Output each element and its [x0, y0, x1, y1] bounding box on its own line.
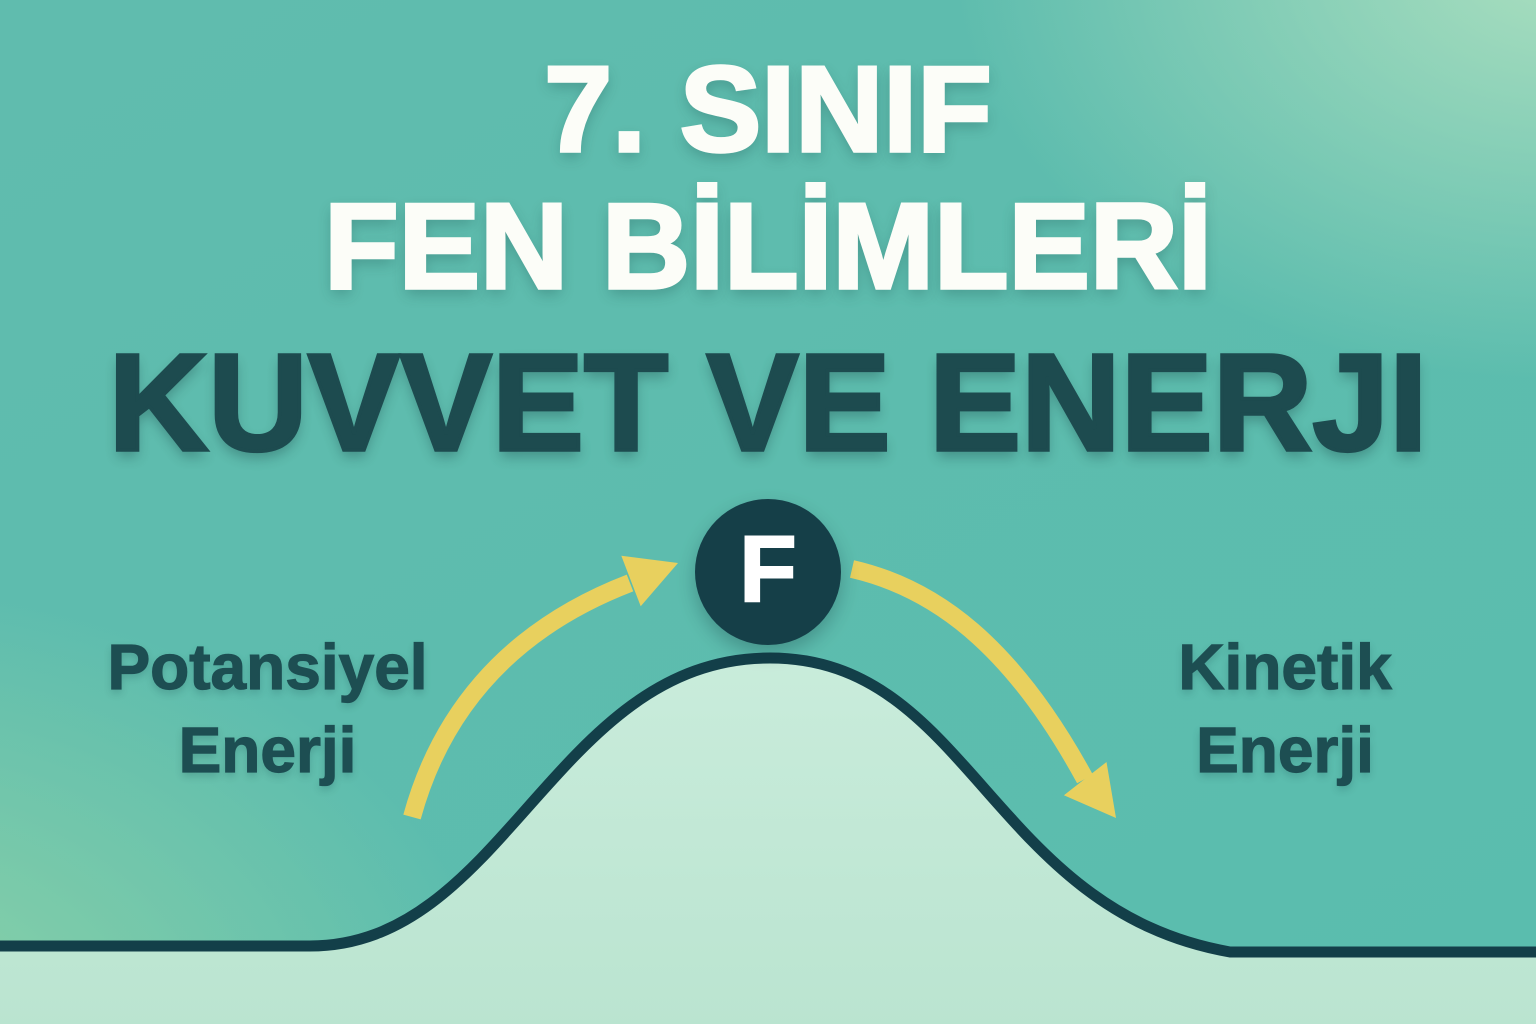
potential-energy-label: Potansiyel Enerji [40, 626, 495, 792]
unit-title: KUVVET VE ENERJI [107, 326, 1430, 480]
force-circle-icon: F [695, 499, 841, 645]
subject-title: FEN BİLİMLERİ [322, 178, 1213, 314]
kinetic-energy-label-line1: Kinetik [1178, 630, 1393, 703]
hill-curve [0, 652, 1536, 958]
potential-energy-label-line1: Potansiyel [107, 630, 428, 703]
descent-arrow-head-icon [1063, 762, 1116, 818]
grade-title: 7. SINIF [543, 41, 994, 177]
force-symbol: F [738, 516, 797, 621]
potential-energy-label-line2: Enerji [178, 714, 357, 787]
kinetic-energy-label: Kinetik Enerji [1080, 626, 1490, 792]
ascent-arrow-head-icon [621, 555, 678, 607]
ascent-arrow-icon [403, 574, 634, 820]
descent-arrow-icon [849, 560, 1093, 784]
kinetic-energy-label-line2: Enerji [1195, 714, 1374, 787]
